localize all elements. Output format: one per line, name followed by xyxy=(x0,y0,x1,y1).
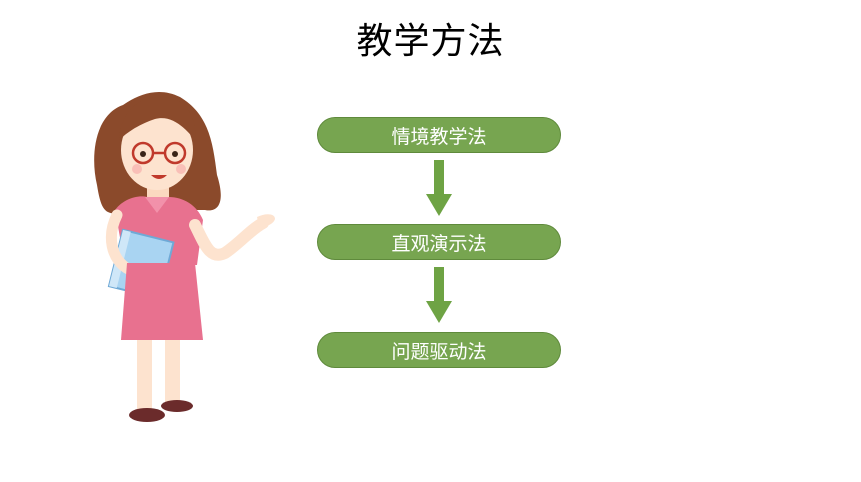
step-label: 情境教学法 xyxy=(391,125,487,148)
step-visual-demonstration: 直观演示法 xyxy=(317,224,561,260)
down-arrow-icon xyxy=(426,160,452,216)
step-label: 问题驱动法 xyxy=(391,340,487,363)
down-arrow-icon xyxy=(426,267,452,323)
slide-title: 教学方法 xyxy=(356,21,505,62)
step-problem-driven: 问题驱动法 xyxy=(317,332,561,368)
step-situational-teaching: 情境教学法 xyxy=(317,117,561,153)
step-label: 直观演示法 xyxy=(391,232,487,255)
teacher-illustration xyxy=(94,91,275,422)
